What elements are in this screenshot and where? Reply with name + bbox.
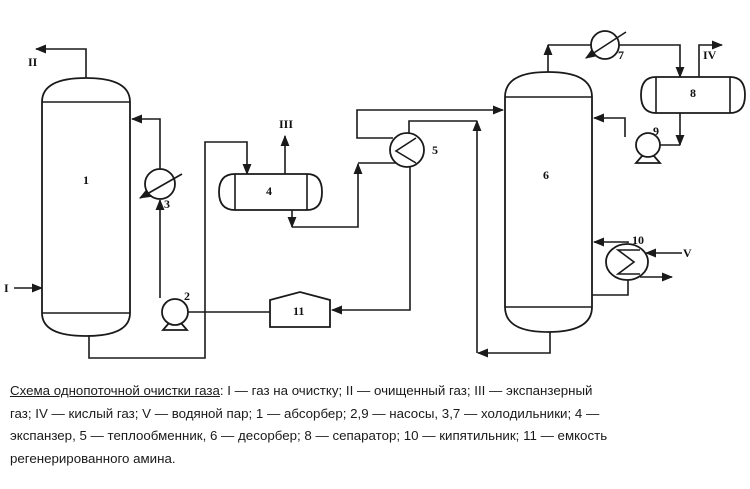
process-flow-diagram: II I III IV V 1 2 3 4 5 6 7 8 9 10 11 bbox=[4, 30, 746, 359]
stream-ii-line bbox=[34, 44, 87, 78]
separator-label: 8 bbox=[690, 86, 696, 100]
desorber-label: 6 bbox=[543, 168, 549, 182]
pump-2-icon bbox=[161, 298, 189, 331]
stream-v-label: V bbox=[683, 246, 692, 260]
stream-iii-label: III bbox=[279, 117, 293, 131]
exchanger-to-tank11-line bbox=[330, 166, 411, 315]
pipelines bbox=[14, 40, 724, 359]
reboiler-return-line bbox=[592, 237, 629, 247]
pump-9-label: 9 bbox=[653, 124, 659, 138]
tank-label: 11 bbox=[293, 304, 304, 318]
lean-amine-to-exchanger-line bbox=[408, 120, 477, 134]
exchanger-to-desorber-line bbox=[356, 105, 505, 139]
desorber-to-reboiler-line bbox=[592, 280, 629, 296]
heat-exchanger-icon bbox=[389, 132, 425, 168]
caption-title: Схема однопоточной очистки газа bbox=[10, 383, 220, 398]
pump-2-label: 2 bbox=[184, 289, 190, 303]
amine-tank bbox=[269, 291, 331, 328]
caption-line-4: регенерированного амина. bbox=[10, 450, 176, 466]
absorber-column bbox=[41, 77, 131, 337]
stream-iv-label: IV bbox=[703, 48, 717, 62]
desorber-bottom-line bbox=[476, 332, 551, 358]
cooler7-to-separator-line bbox=[619, 44, 685, 79]
caption-line-1: : I — газ на очистку; II — очищенный газ… bbox=[219, 383, 593, 398]
reboiler-icon bbox=[605, 243, 649, 281]
stream-i-label: I bbox=[4, 281, 9, 295]
expander-to-exchanger-line bbox=[292, 162, 363, 228]
cooler-7-icon bbox=[585, 30, 627, 60]
exchanger-label: 5 bbox=[432, 143, 438, 157]
caption-line-2: газ; IV — кислый газ; V — водяной пар; 1… bbox=[10, 405, 600, 421]
figure-caption: Схема однопоточной очистки газа: I — газ… bbox=[10, 380, 745, 470]
stream-iv-line bbox=[698, 40, 724, 77]
caption-line-3: экспанзер, 5 — теплообменник, 6 — десорб… bbox=[10, 428, 608, 443]
cooler-3-label: 3 bbox=[164, 197, 170, 211]
cooler-7-label: 7 bbox=[618, 48, 624, 62]
separator-vessel bbox=[640, 76, 746, 114]
cooler-3-icon bbox=[139, 168, 183, 200]
absorber-label: 1 bbox=[83, 173, 89, 187]
stream-ii-label: II bbox=[28, 55, 38, 69]
pump-9-icon bbox=[634, 132, 662, 164]
desorber-column bbox=[504, 71, 593, 333]
expander-label: 4 bbox=[266, 184, 272, 198]
pump9-reflux-line bbox=[592, 113, 626, 137]
cooler3-to-absorber-line bbox=[130, 114, 161, 170]
absorber-to-expander-line bbox=[88, 141, 252, 359]
reboiler-label: 10 bbox=[632, 233, 644, 247]
expander-vessel bbox=[218, 173, 323, 211]
